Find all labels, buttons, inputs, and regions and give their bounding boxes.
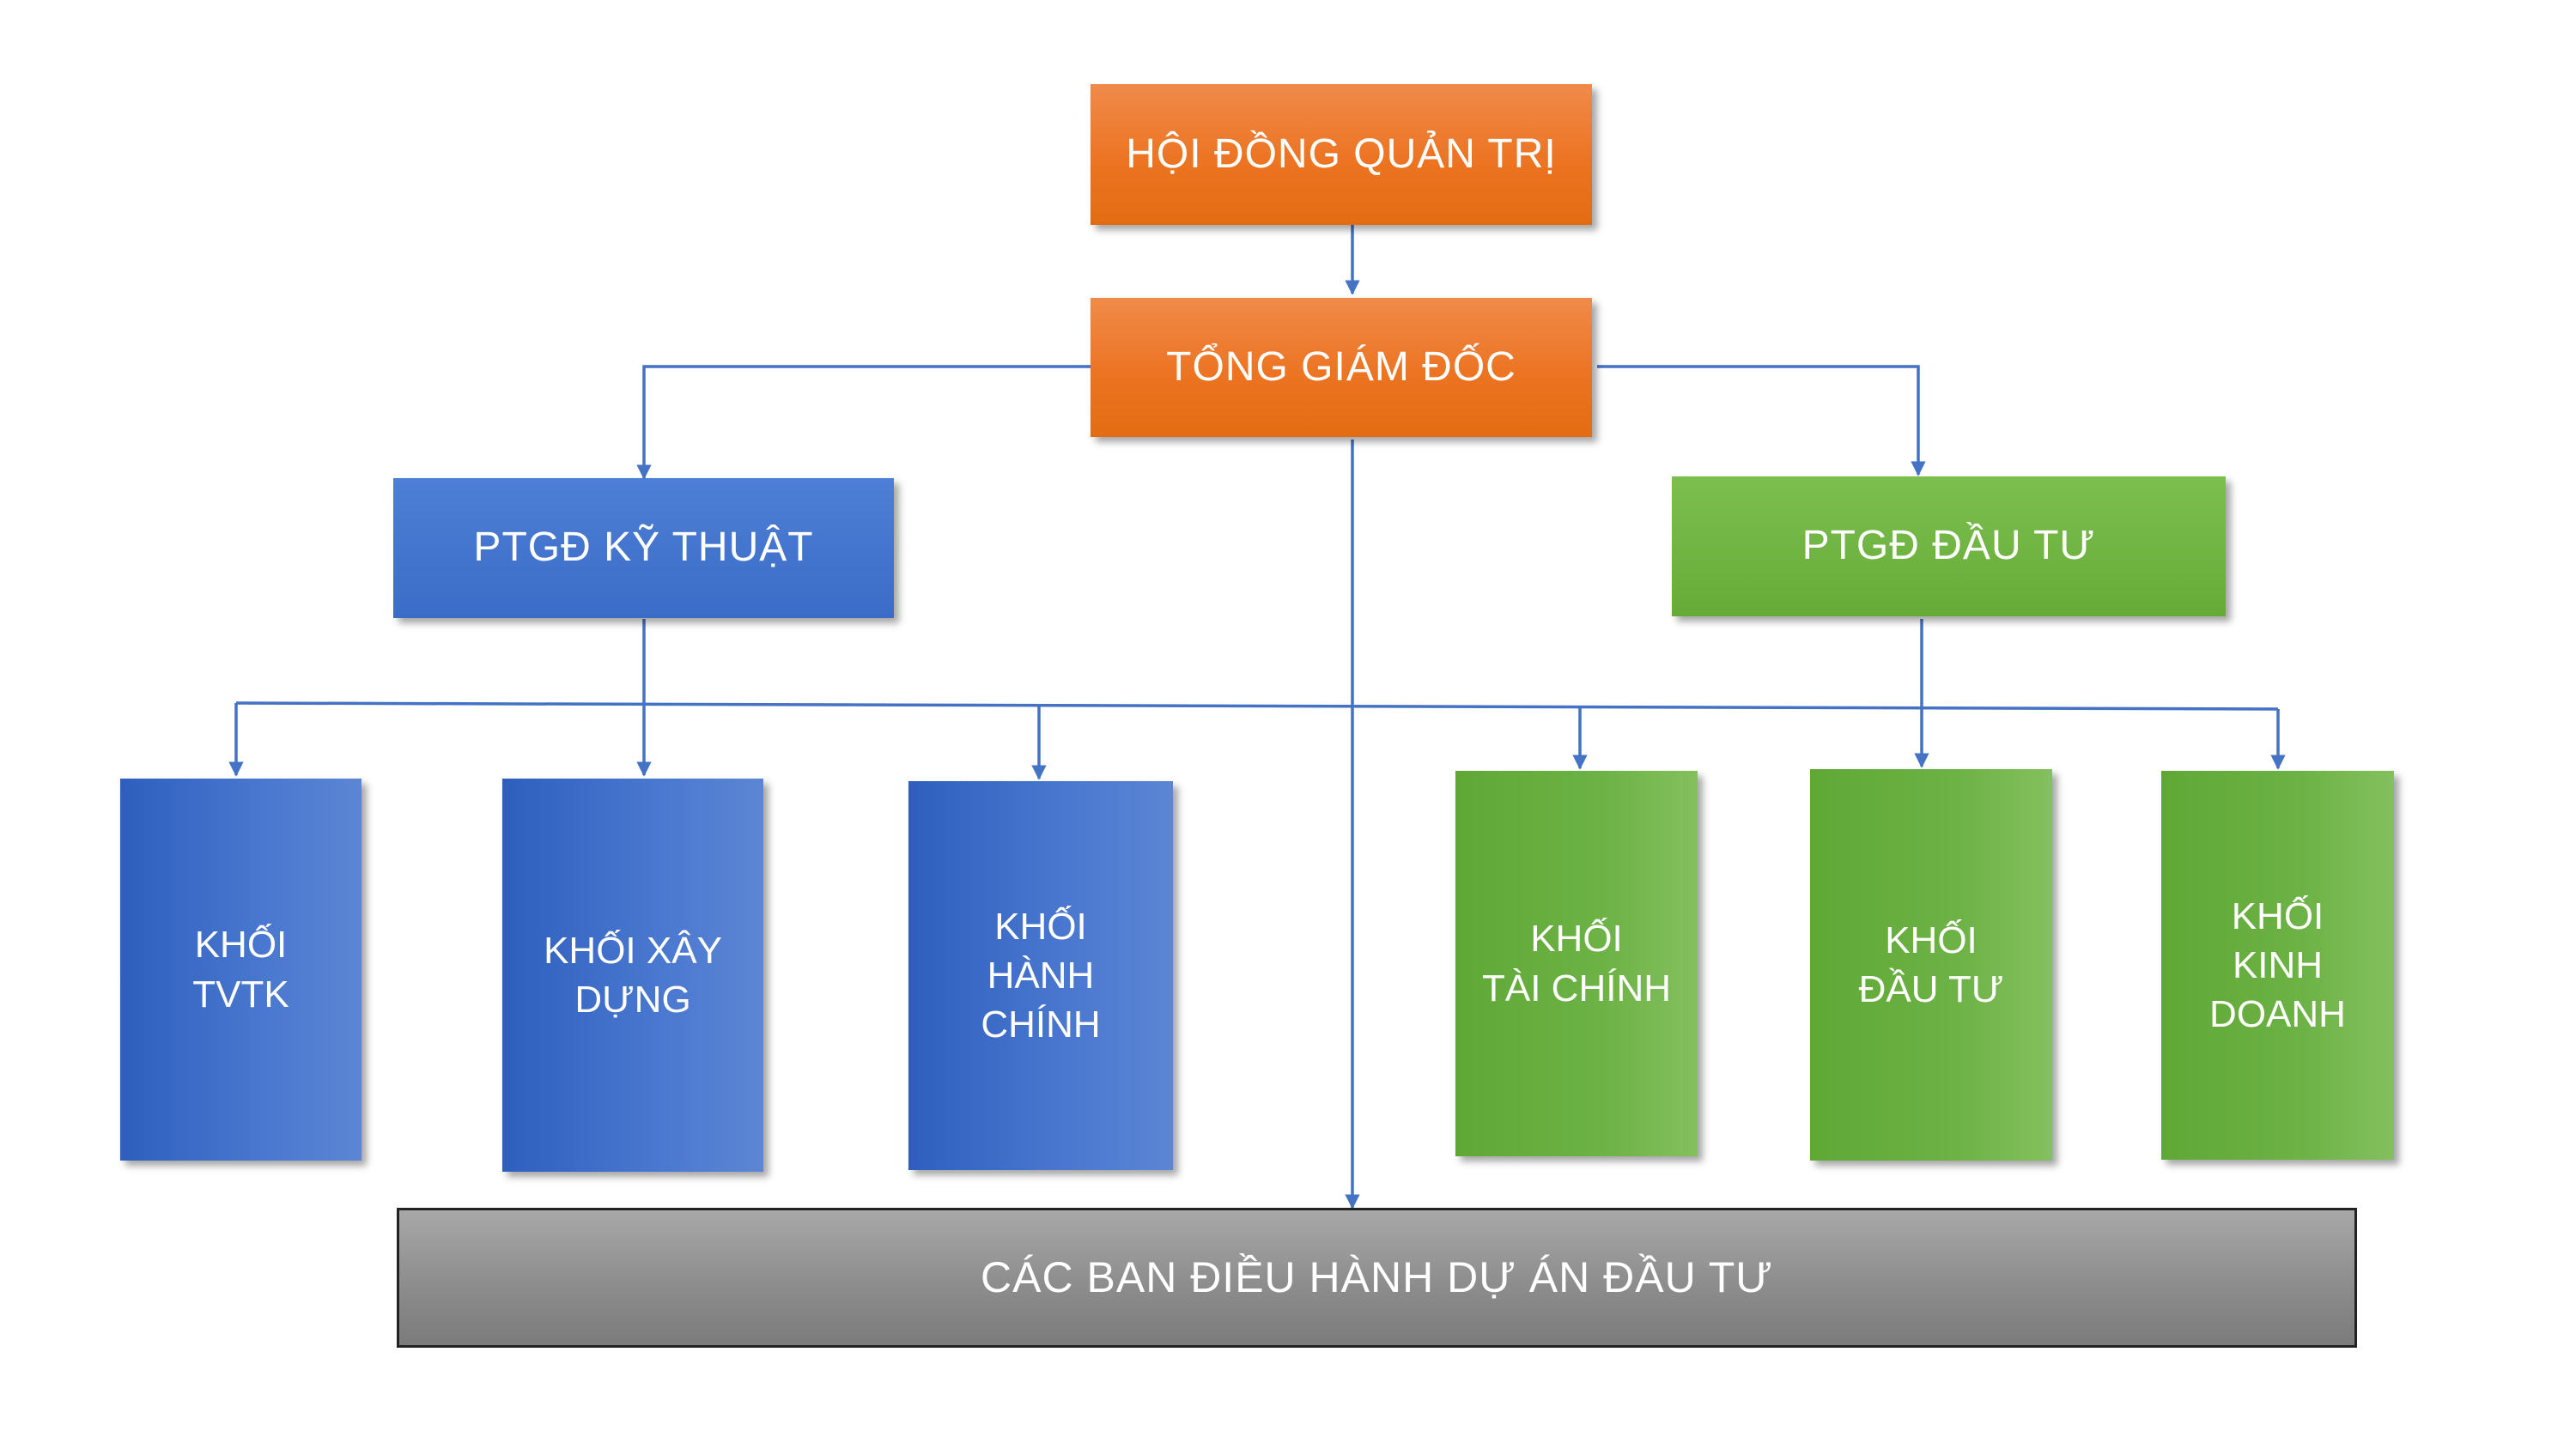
board-box: HỘI ĐỒNG QUẢN TRỊ — [1091, 84, 1592, 225]
block-xay-dung-label: KHỐI XÂY DỰNG — [544, 929, 722, 1021]
vp-investment-label: PTGĐ ĐẦU TƯ — [1801, 523, 2096, 569]
vp-investment-box: PTGĐ ĐẦU TƯ — [1672, 476, 2226, 616]
vp-technical-box: PTGĐ KỸ THUẬT — [393, 478, 894, 618]
block-tvtk: KHỐI TVTK — [120, 779, 361, 1161]
block-tvtk-label: KHỐI TVTK — [192, 924, 289, 1016]
block-dau-tu: KHỐI ĐẦU TƯ — [1810, 769, 2052, 1161]
ceo-to-vp-investment-arrow — [1597, 365, 1926, 476]
block-tai-chinh: KHỐI TÀI CHÍNH — [1455, 771, 1698, 1156]
block-hanh-chinh: KHỐI HÀNH CHÍNH — [908, 781, 1173, 1170]
project-boards-label: CÁC BAN ĐIỀU HÀNH DỰ ÁN ĐẦU TƯ — [981, 1253, 1773, 1301]
board-label: HỘI ĐỒNG QUẢN TRỊ — [1126, 130, 1557, 177]
project-boards-box: CÁC BAN ĐIỀU HÀNH DỰ ÁN ĐẦU TƯ — [397, 1208, 2357, 1348]
block-kinh-doanh: KHỐI KINH DOANH — [2161, 771, 2394, 1160]
block-tai-chinh-label: KHỐI TÀI CHÍNH — [1482, 918, 1671, 1009]
ceo-box: TỔNG GIÁM ĐỐC — [1091, 298, 1592, 437]
block-hanh-chinh-label: KHỐI HÀNH CHÍNH — [981, 905, 1101, 1046]
block-xay-dung: KHỐI XÂY DỰNG — [502, 779, 763, 1172]
distribution-bus — [235, 701, 2279, 711]
ceo-to-vp-technical-arrow — [636, 365, 1092, 480]
block-dau-tu-label: KHỐI ĐẦU TƯ — [1858, 919, 2004, 1010]
vp-technical-label: PTGĐ KỸ THUẬT — [473, 524, 814, 571]
block-kinh-doanh-label: KHỐI KINH DOANH — [2209, 894, 2346, 1036]
ceo-label: TỔNG GIÁM ĐỐC — [1166, 343, 1516, 390]
